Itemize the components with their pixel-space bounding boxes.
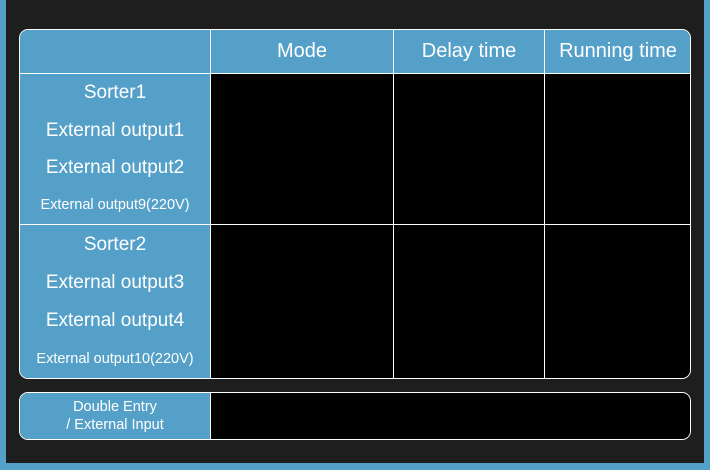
row-label-external-output4[interactable]: External output4	[45, 310, 185, 332]
sorter2-running-time-cell[interactable]	[545, 225, 690, 378]
double-entry-label-line1: Double Entry	[73, 398, 157, 415]
row-label-sorter1[interactable]: Sorter1	[83, 82, 147, 104]
sorter2-mode-cell[interactable]	[211, 225, 394, 378]
row-label-sorter2[interactable]: Sorter2	[83, 233, 147, 255]
header-mode: Mode	[211, 30, 394, 74]
header-running-time: Running time	[545, 30, 690, 74]
row-label-external-output9[interactable]: External output9(220V)	[40, 197, 190, 213]
double-entry-label-line2: / External Input	[66, 417, 164, 433]
header-corner-cell	[20, 30, 211, 74]
sorter1-mode-cell[interactable]	[211, 74, 394, 224]
group-sorter1: Sorter1 External output1 External output…	[20, 74, 690, 225]
double-entry-value-cell[interactable]	[211, 393, 690, 439]
group-sorter2-labels: Sorter2 External output3 External output…	[20, 225, 211, 378]
accent-strip-bottom	[0, 463, 710, 470]
row-label-external-output1[interactable]: External output1	[45, 119, 185, 141]
group-sorter2: Sorter2 External output3 External output…	[20, 225, 690, 378]
sorter1-running-time-cell[interactable]	[545, 74, 690, 224]
table-header-row: Mode Delay time Running time	[20, 30, 690, 74]
header-delay-time: Delay time	[394, 30, 545, 74]
accent-strip-left	[0, 0, 6, 470]
accent-strip-right	[704, 0, 710, 470]
row-label-external-output3[interactable]: External output3	[45, 271, 185, 293]
sorter2-delay-time-cell[interactable]	[394, 225, 545, 378]
output-config-table: Mode Delay time Running time Sorter1 Ext…	[19, 29, 691, 379]
sorter1-delay-time-cell[interactable]	[394, 74, 545, 224]
group-sorter1-labels: Sorter1 External output1 External output…	[20, 74, 211, 224]
row-label-external-output2[interactable]: External output2	[45, 157, 185, 179]
row-label-external-output10[interactable]: External output10(220V)	[36, 350, 194, 367]
double-entry-external-input-row: Double Entry / External Input	[19, 392, 691, 440]
double-entry-label[interactable]: Double Entry / External Input	[20, 393, 211, 439]
